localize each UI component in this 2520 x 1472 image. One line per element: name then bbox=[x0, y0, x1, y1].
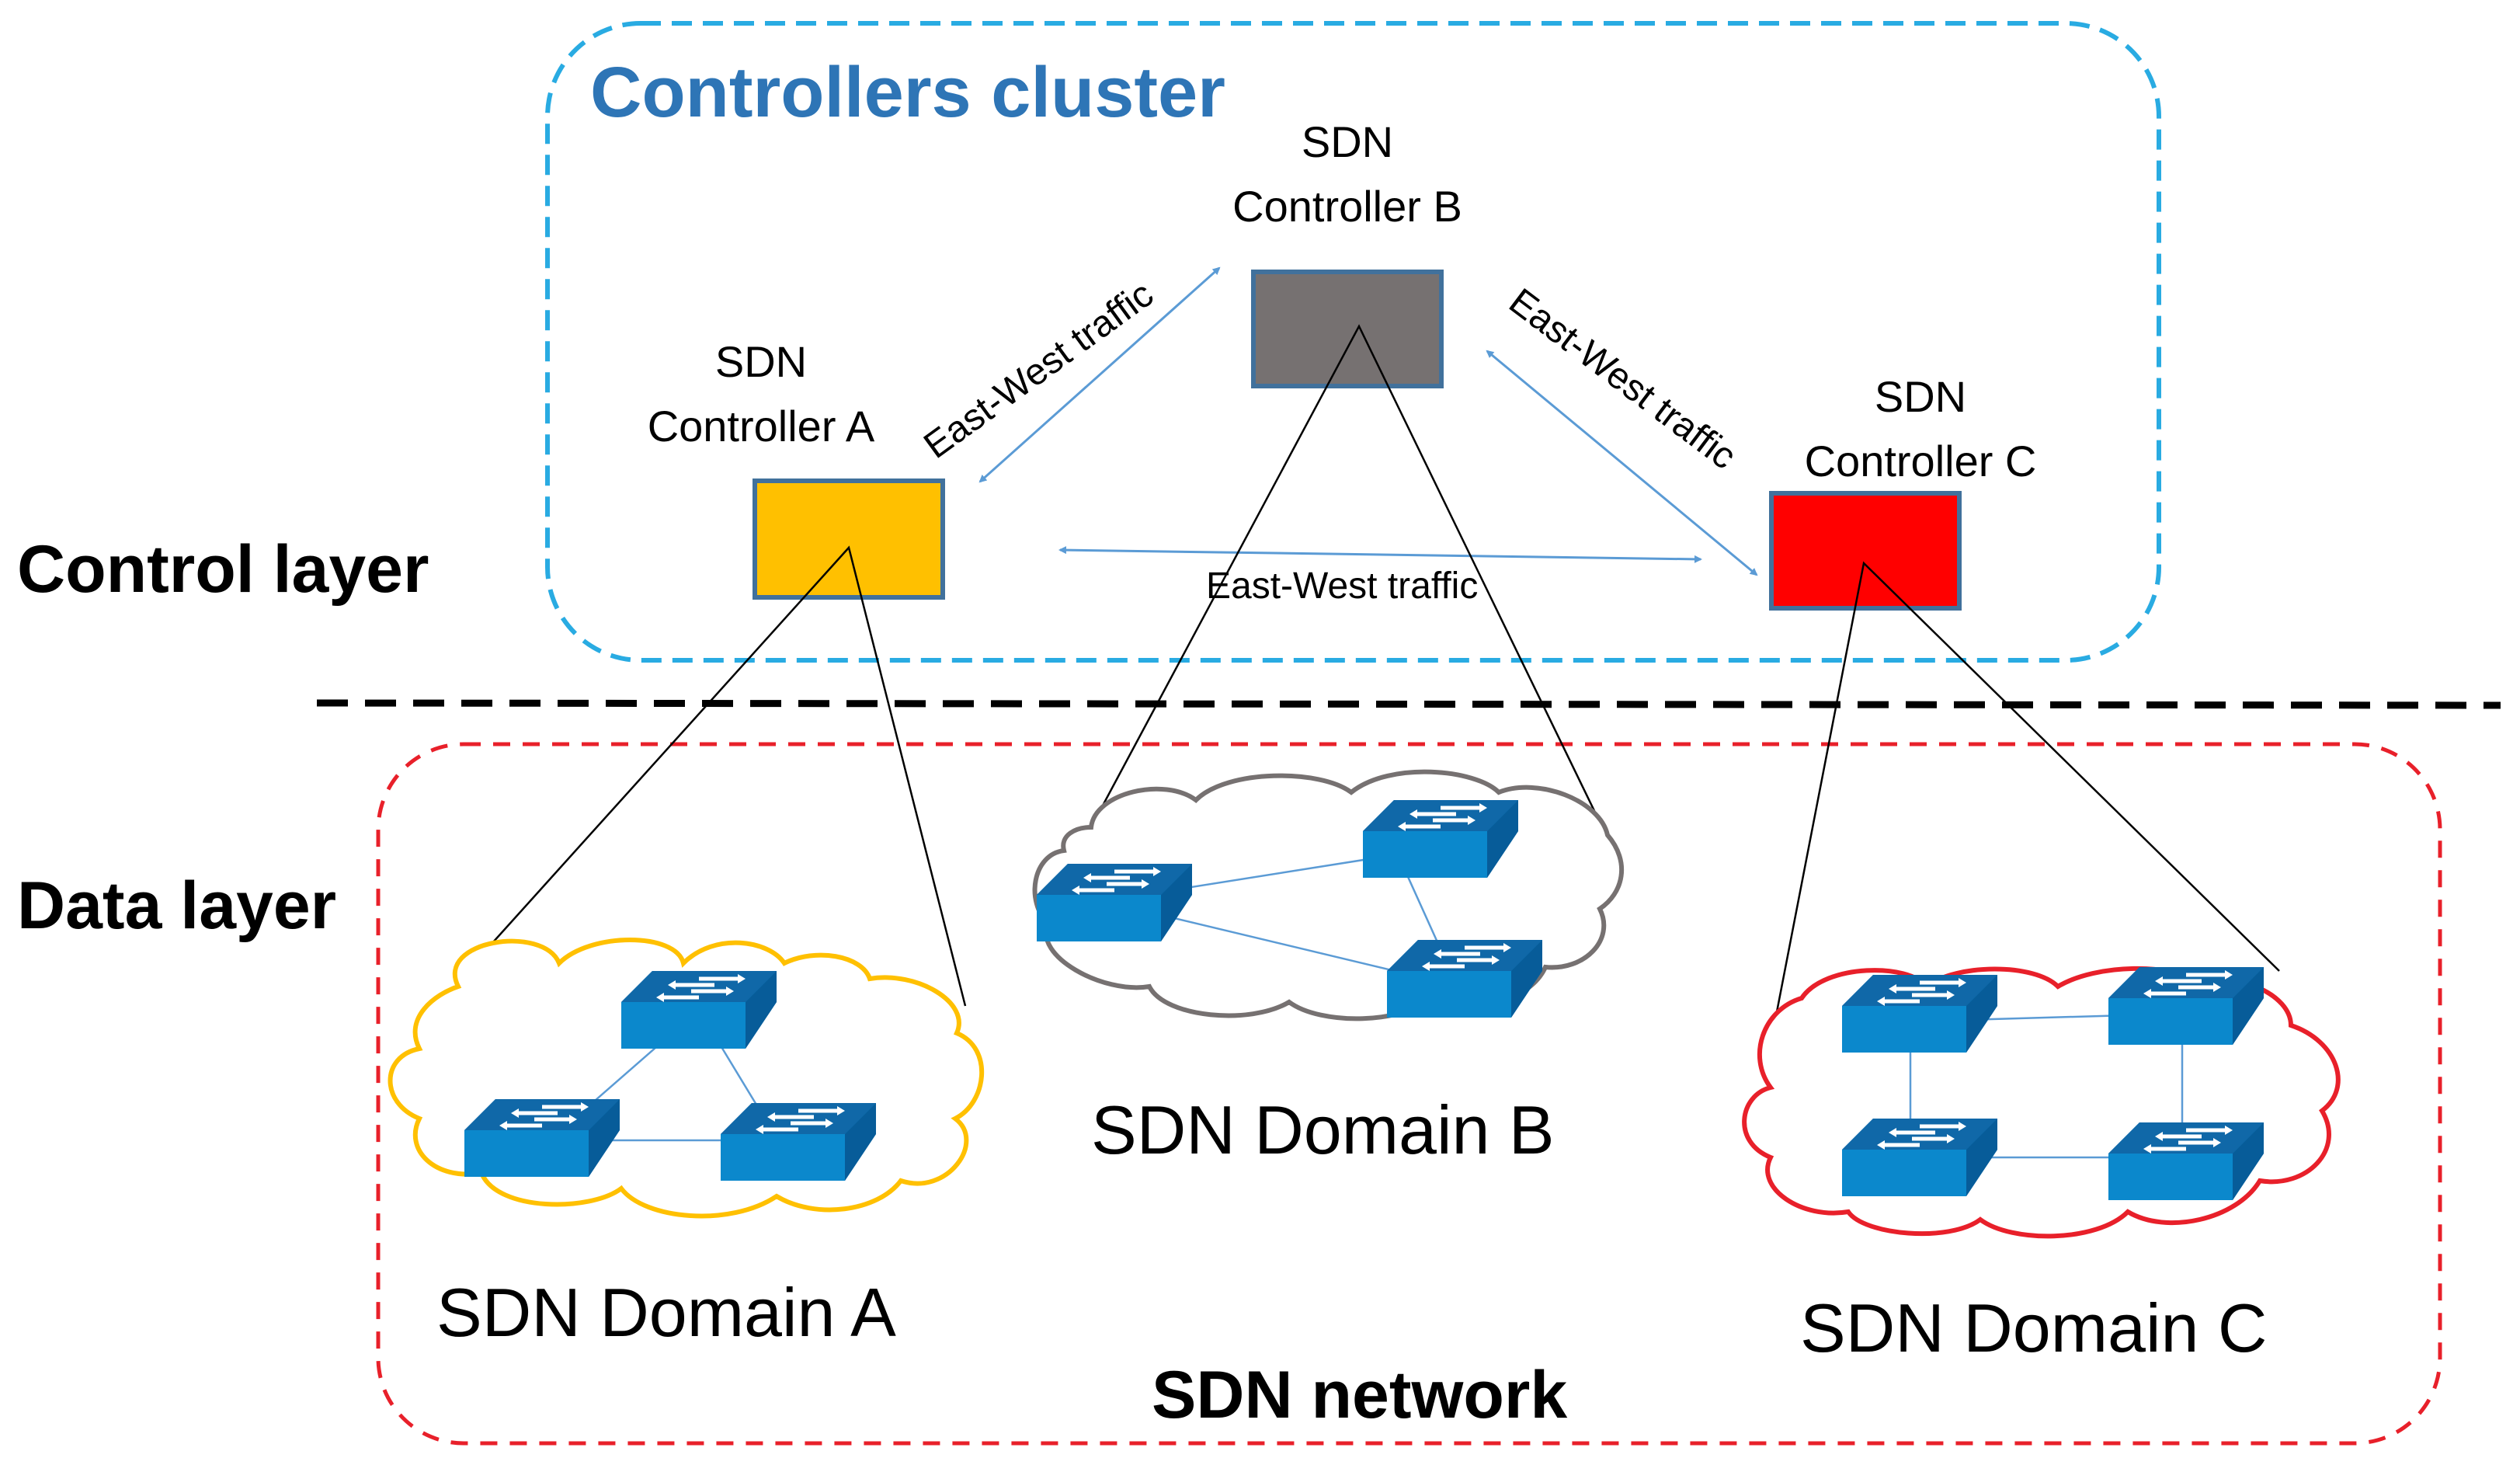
layer-separator bbox=[316, 699, 2501, 709]
sdn-network-label: SDN network bbox=[1152, 1358, 1567, 1432]
switch-icon bbox=[1037, 864, 1192, 941]
controller-b-label-line2: Controller B bbox=[1232, 182, 1462, 231]
controller-a-box bbox=[753, 478, 945, 600]
controller-a-label-line1: SDN bbox=[715, 337, 807, 386]
ew-traffic-label-ac: East-West traffic bbox=[1206, 565, 1478, 607]
switch-icon bbox=[464, 1099, 620, 1177]
switch-icon bbox=[1842, 1119, 1997, 1196]
sdn-network-border bbox=[376, 742, 2442, 1446]
controller-c: SDN Controller C bbox=[1769, 372, 2037, 611]
switch-icon bbox=[1842, 975, 1997, 1053]
controller-c-box bbox=[1769, 491, 1962, 611]
controller-b-label-line1: SDN bbox=[1302, 117, 1393, 166]
controller-c-label-line2: Controller C bbox=[1805, 437, 2037, 485]
controllers-cluster-title: Controllers cluster bbox=[590, 53, 1225, 132]
domain-b-label: SDN Domain B bbox=[1091, 1091, 1555, 1168]
controller-b-box bbox=[1251, 270, 1444, 388]
switch-icon bbox=[2108, 967, 2264, 1045]
control-layer-label: Control layer bbox=[17, 532, 429, 607]
switch-icon bbox=[621, 971, 777, 1049]
controllers-cluster-border bbox=[545, 21, 2161, 663]
controller-a: SDN Controller A bbox=[648, 337, 945, 600]
controller-b: SDN Controller B bbox=[1232, 117, 1462, 388]
controller-c-label-line1: SDN bbox=[1875, 372, 1966, 421]
ew-arrow-b-c bbox=[1486, 350, 1758, 576]
ew-traffic-label-ab: East-West traffic bbox=[916, 273, 1161, 467]
controller-a-label-line2: Controller A bbox=[648, 402, 875, 451]
domain-a-cloud bbox=[388, 938, 985, 1219]
domain-a-label: SDN Domain A bbox=[436, 1274, 896, 1351]
domain-c-cloud bbox=[1742, 967, 2341, 1239]
ew-arrow-a-c bbox=[1058, 546, 1702, 563]
data-layer-label: Data layer bbox=[17, 868, 336, 943]
switch-icon bbox=[1387, 940, 1542, 1018]
switch-icon bbox=[1363, 800, 1518, 878]
controller-domain-links bbox=[463, 324, 2280, 1073]
switch-icon bbox=[721, 1103, 876, 1181]
ew-traffic-label-bc: East-West traffic bbox=[1501, 280, 1743, 477]
domain-c-label: SDN Domain C bbox=[1800, 1289, 2267, 1366]
switch-icon bbox=[2108, 1122, 2264, 1200]
ew-arrow-a-b bbox=[978, 266, 1221, 483]
domain-b-cloud bbox=[1032, 769, 1625, 1021]
